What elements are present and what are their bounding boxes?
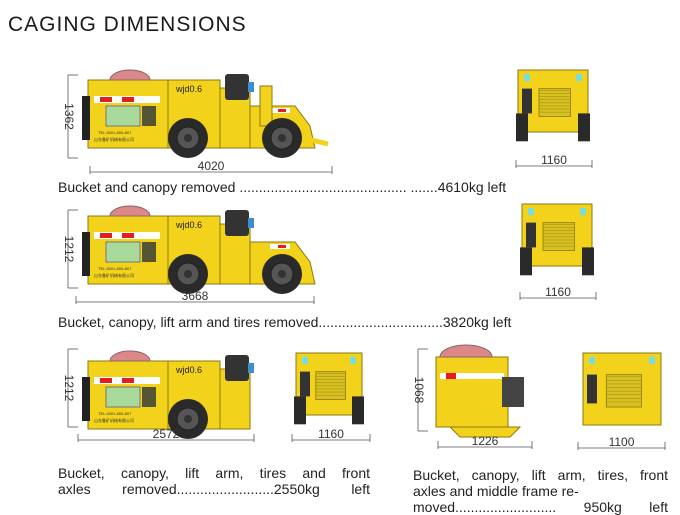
rear-bumper [82, 96, 90, 140]
radiator-grille [542, 222, 575, 251]
control-box [142, 387, 156, 407]
battery-panel [105, 386, 141, 408]
caption-line: Bucket, canopy, lift arm, tires and fron… [58, 465, 370, 481]
light [649, 357, 655, 364]
drive-unit [502, 377, 524, 407]
company-label: 山东鲁矿机械有限公司 [94, 417, 134, 423]
radiator-grille [315, 371, 346, 400]
reflector [122, 97, 134, 102]
model-label: wjd0.6 [175, 220, 202, 230]
tel-label: TEL:4001-800-807 [98, 411, 132, 416]
cable-reel [439, 344, 493, 358]
seat [225, 355, 249, 381]
tire [578, 113, 590, 142]
control-lever [248, 218, 254, 228]
rear-frame-body [435, 356, 509, 428]
tire [582, 247, 594, 276]
dimension-label: 1212 [62, 236, 76, 263]
control-lever [248, 82, 254, 92]
tire [352, 396, 364, 425]
front-view: 1160 [519, 203, 597, 300]
cable-reel [109, 205, 151, 217]
tire [516, 113, 528, 142]
light [524, 74, 530, 81]
wheel-hub [278, 134, 286, 142]
caption-config-3: Bucket, canopy, lift arm, tires and fron… [58, 465, 370, 497]
control-box [142, 242, 156, 262]
wheel-hub [184, 415, 192, 423]
light [302, 357, 308, 364]
caption-line: moved.......................... 950kg le… [413, 499, 668, 515]
company-label: 山东鲁矿机械有限公司 [94, 136, 134, 142]
caption-config-2: Bucket, canopy, lift arm and tires remov… [58, 314, 512, 330]
side-view-rear-frame: 1068 1226 [412, 344, 533, 449]
rear-base [448, 426, 522, 438]
caption-config-4: Bucket, canopy, lift arm, tires, front a… [413, 467, 668, 515]
front-view: 1160 [515, 69, 593, 168]
rear-bumper [82, 232, 90, 276]
caption-line: axles removed.........................25… [58, 481, 370, 497]
caption-line: axles and middle frame re- [413, 483, 579, 499]
battery-panel [105, 105, 141, 127]
reflector [122, 378, 134, 383]
tire [520, 247, 532, 276]
radiator-grille [605, 374, 642, 408]
dimension-label: 1226 [472, 434, 499, 448]
reflector-strip [440, 373, 504, 379]
side-panel [300, 371, 310, 397]
dimension-label: 1212 [62, 375, 76, 402]
dimension-label: 1160 [318, 427, 344, 441]
side-panel [526, 222, 536, 248]
rear-bumper [82, 377, 90, 421]
seat [225, 210, 249, 236]
dimension-label: 3668 [182, 289, 209, 303]
cable-reel [109, 350, 151, 362]
dimension-label: 1160 [541, 153, 567, 167]
lift-arm-mount [259, 85, 273, 127]
seat [225, 74, 249, 100]
dimension-label: 4020 [198, 159, 225, 173]
front-view-rear-frame: 1100 [577, 352, 666, 450]
control-lever [248, 363, 254, 373]
light [528, 208, 534, 215]
dimension-label: 1362 [62, 103, 76, 130]
caption-config-1: Bucket and canopy removed ..............… [58, 179, 507, 195]
side-panel [522, 88, 532, 114]
wheel-hub [184, 270, 192, 278]
light [576, 74, 582, 81]
reflector [100, 233, 112, 238]
reflector [278, 245, 286, 248]
dimension-label: 1160 [545, 285, 571, 299]
dimension-label: 2572 [153, 427, 180, 441]
reflector [122, 233, 134, 238]
dimension-label: 1100 [609, 435, 635, 449]
radiator-grille [538, 88, 571, 117]
battery-panel [105, 241, 141, 263]
company-label: 山东鲁矿机械有限公司 [94, 272, 134, 278]
tel-label: TEL:4001-800-807 [98, 130, 132, 135]
control-box [142, 106, 156, 126]
reflector [278, 109, 286, 112]
light [350, 357, 356, 364]
reflector [100, 378, 112, 383]
side-panel [587, 374, 597, 404]
cable-reel [109, 69, 151, 81]
model-label: wjd0.6 [175, 365, 202, 375]
light [589, 357, 595, 364]
dimension-label: 1068 [412, 377, 426, 404]
caption-line: Bucket, canopy, lift arm, tires, front [413, 467, 668, 483]
page-title: CAGING DIMENSIONS [8, 13, 247, 36]
tel-label: TEL:4001-800-807 [98, 266, 132, 271]
wheel-hub [278, 270, 286, 278]
wheel-hub [184, 134, 192, 142]
reflector [446, 373, 456, 379]
front-view: 1160 [291, 352, 371, 442]
model-label: wjd0.6 [175, 84, 202, 94]
tire [294, 396, 306, 425]
light [580, 208, 586, 215]
reflector [100, 97, 112, 102]
